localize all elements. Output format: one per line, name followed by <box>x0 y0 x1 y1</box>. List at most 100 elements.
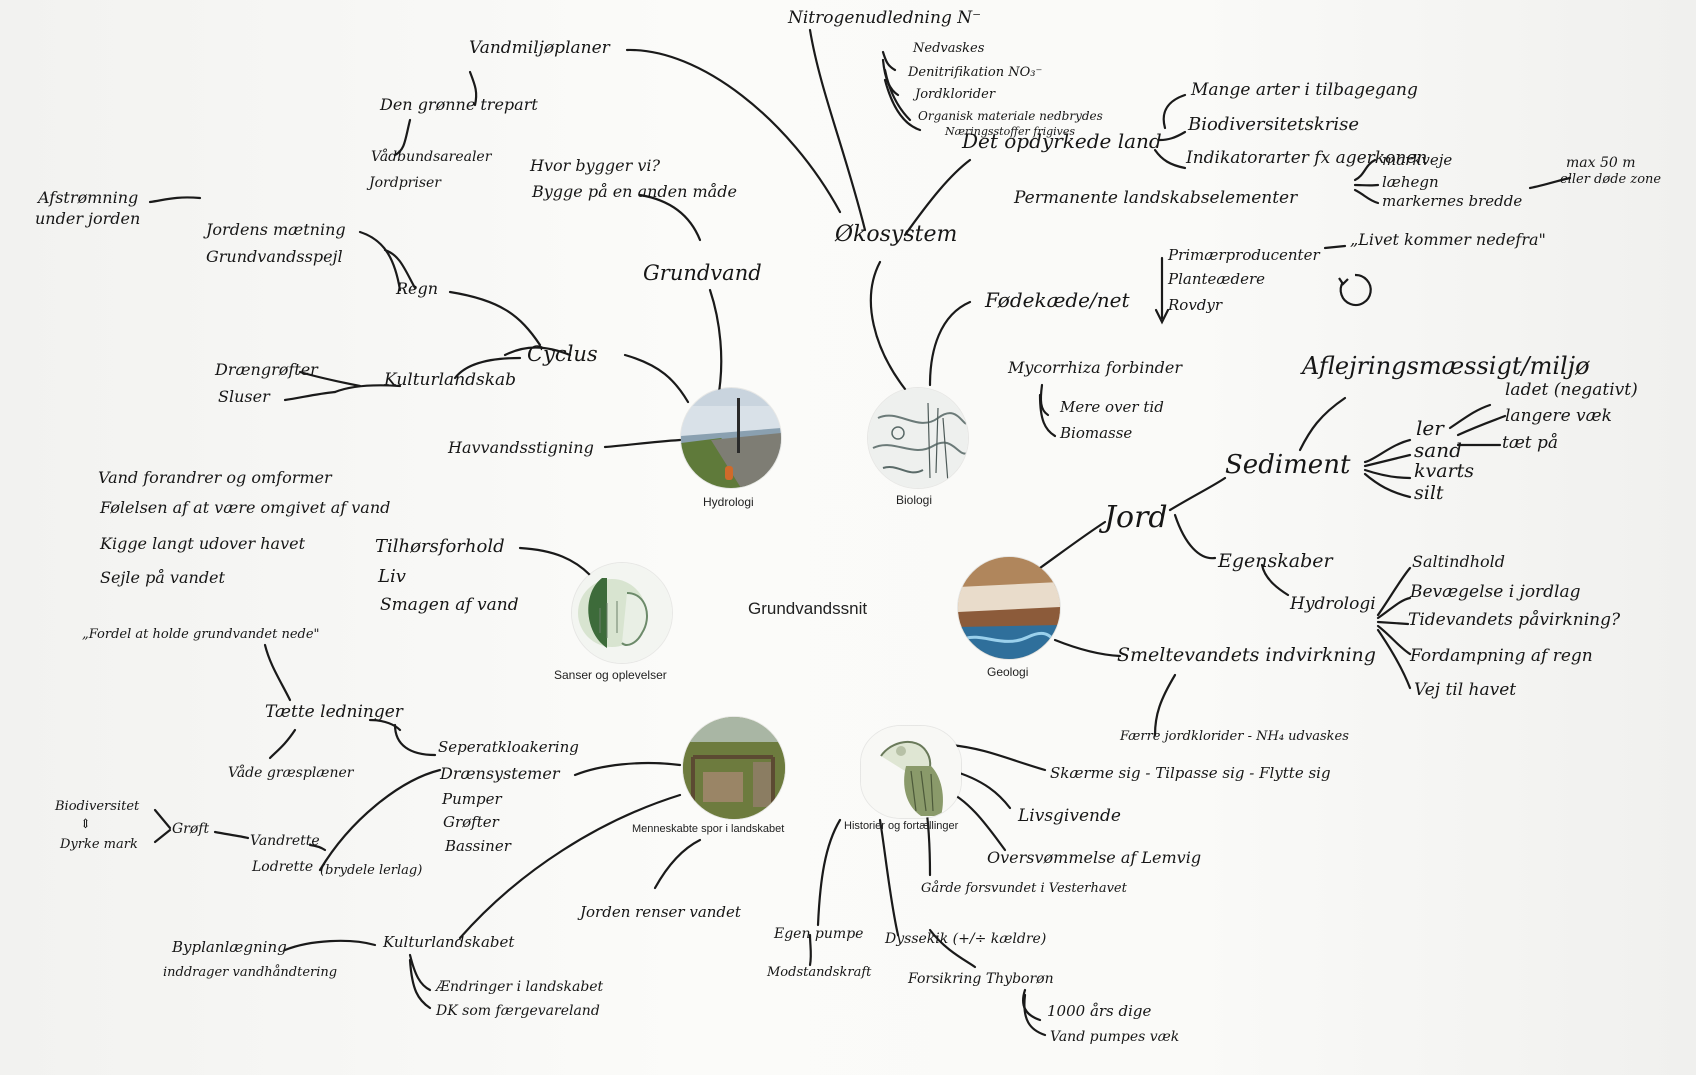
gronne-trepart-label: Den grønne trepart <box>380 95 538 114</box>
max50-label-1: max 50 m <box>1566 155 1636 171</box>
opdyrkede-item-1: Mange arter i tilbagegang <box>1191 80 1418 100</box>
center-title: Grundvandssnit <box>748 599 868 618</box>
sediment-type-sand: sand <box>1414 438 1462 462</box>
grundvandsspejl-label: Grundvandsspejl <box>206 247 343 266</box>
system-item-3: Pumper <box>442 790 502 808</box>
opdyrkede-label: Det opdyrkede land <box>962 129 1162 153</box>
vaade-label: Våde græsplæner <box>228 765 354 781</box>
nitrogen-item-4: Organisk materiale nedbrydes <box>918 109 1103 123</box>
jorden-renser-label: Jorden renser vandet <box>580 903 741 921</box>
regn-label: Regn <box>396 279 439 298</box>
fodekaede-item-2: Planteædere <box>1168 270 1266 288</box>
sanser-note-2: Følelsen af at være omgivet af vand <box>100 498 391 517</box>
bygge-anden-label: Bygge på en anden måde <box>532 182 737 201</box>
vandret-label: Vandrette <box>250 833 320 849</box>
brydelag-label: (brydele lerlag) <box>320 863 423 878</box>
dk-label: DK som færgevareland <box>436 1003 600 1019</box>
vand-pumpes-label: Vand pumpes væk <box>1050 1029 1180 1045</box>
lodret-label: Lodrette <box>252 859 314 875</box>
livet-nedefra-label: „Livet kommer nedefra" <box>1350 230 1546 249</box>
permanente-item-3: markernes bredde <box>1382 192 1523 210</box>
max50-label-2: eller døde zone <box>1560 172 1662 187</box>
nitrogen-item-2: Denitrifikation NO₃⁻ <box>908 65 1043 80</box>
afstromning-label-1: Afstrømning <box>38 188 139 207</box>
historier-photo[interactable] <box>861 726 961 818</box>
historier-hub-label: Historier og fortællinger <box>844 820 959 832</box>
oversvommelse-label: Oversvømmelse af Lemvig <box>987 848 1202 867</box>
geologi-hydrologi-item-3: Tidevandets påvirkning? <box>1408 610 1621 630</box>
jord-label: Jord <box>1104 500 1168 535</box>
sanser-photo[interactable] <box>572 563 672 663</box>
geologi-hydrologi-item-1: Saltindhold <box>1412 552 1506 571</box>
kulturlandskab-label: Kulturlandskab <box>384 370 517 390</box>
vandmiljoplaner-label: Vandmiljøplaner <box>469 38 610 58</box>
hydrologi-photo[interactable] <box>681 388 781 488</box>
ler-note-3: tæt på <box>1502 433 1559 453</box>
permanente-label: Permanente landskabselementer <box>1014 188 1298 208</box>
biodiversitet-label: Biodiversitet <box>55 799 140 814</box>
hydrologi-hub-label: Hydrologi <box>703 495 754 509</box>
mycorrhiza-item-2: Biomasse <box>1060 424 1133 442</box>
geologi-hub-label: Geologi <box>987 665 1029 679</box>
ler-note-1: ladet (negativt) <box>1505 380 1638 400</box>
forsikring-label: Forsikring Thyborøn <box>908 971 1054 987</box>
cyclus-label: Cyclus <box>527 342 598 366</box>
okosystem-label: Økosystem <box>835 222 958 247</box>
liv-label: Liv <box>378 566 406 587</box>
jordens-maetning-label: Jordens mætning <box>206 220 346 239</box>
sediment-type-kvarts: kvarts <box>1414 460 1475 482</box>
cycle-icon <box>1338 273 1372 307</box>
havvandsstigning-label: Havvandsstigning <box>448 438 594 457</box>
vaadbund-label: Vådbundsarealer <box>371 149 492 165</box>
nitrogen-item-3: Jordklorider <box>915 87 996 102</box>
aendringer-label: Ændringer i landskabet <box>436 979 604 995</box>
biodiversitet-arrow: ⇕ <box>80 817 91 832</box>
sanser-note-3: Kigge langt udover havet <box>100 534 306 553</box>
fodekaede-label: Fødekæde/net <box>985 288 1130 312</box>
byplan-label-2: inddrager vandhåndtering <box>163 965 338 980</box>
gaarde-label: Gårde forsvundet i Vesterhavet <box>921 881 1127 896</box>
grundvand-label: Grundvand <box>643 261 762 285</box>
tilhorsforhold-label: Tilhørsforhold <box>375 536 505 557</box>
nitrogen-item-5: Næringsstoffer frigives <box>945 125 1076 138</box>
draengrofter-label: Drængrøfter <box>215 360 318 379</box>
sanser-note-1: Vand forandrer og omformer <box>98 468 332 487</box>
mycorrhiza-label: Mycorrhiza forbinder <box>1008 358 1183 377</box>
taette-label: Tætte ledninger <box>265 702 403 722</box>
system-item-4: Grøfter <box>443 813 499 831</box>
sediment-type-ler: ler <box>1416 416 1444 440</box>
dyssekik-label: Dyssekik (+/÷ kældre) <box>885 931 1047 947</box>
kulturlandskabet-label: Kulturlandskabet <box>383 933 515 951</box>
hvor-bygger-label: Hvor bygger vi? <box>530 156 661 175</box>
faerre-label: Færre jordklorider - NH₄ udvaskes <box>1120 729 1349 744</box>
mycorrhiza-item-1: Mere over tid <box>1060 398 1164 416</box>
dyrke-label: Dyrke mark <box>60 837 138 852</box>
fodekaede-item-1: Primærproducenter <box>1168 246 1320 264</box>
permanente-item-2: læhegn <box>1382 173 1439 191</box>
geologi-hydrologi-item-4: Fordampning af regn <box>1410 646 1593 666</box>
system-item-5: Bassiner <box>445 837 511 855</box>
sanser-note-4: Sejle på vandet <box>100 568 225 587</box>
sediment-type-silt: silt <box>1414 482 1444 504</box>
byplan-label-1: Byplanlægning <box>172 938 287 956</box>
geologi-photo[interactable] <box>958 557 1060 659</box>
nitrogen-item-1: Nedvaskes <box>913 41 985 56</box>
biologi-photo[interactable] <box>868 388 968 488</box>
geologi-hydrologi-label: Hydrologi <box>1290 594 1376 614</box>
egen-pumpe-label: Egen pumpe <box>774 926 864 942</box>
jordpriser-label: Jordpriser <box>369 175 441 191</box>
system-item-2: Drænsystemer <box>440 764 560 783</box>
grofft-label: Grøft <box>172 821 210 837</box>
geologi-hydrologi-item-5: Vej til havet <box>1414 680 1517 700</box>
skaeme-label: Skærme sig - Tilpasse sig - Flytte sig <box>1050 764 1331 782</box>
nitrogen-label: Nitrogenudledning N⁻ <box>788 8 982 28</box>
fodekaede-item-3: Rovdyr <box>1168 296 1223 314</box>
biologi-hub-label: Biologi <box>896 493 933 507</box>
geologi-hydrologi-item-2: Bevægelse i jordlag <box>1410 582 1581 602</box>
permanente-item-1: markveje <box>1382 151 1453 169</box>
menneske-photo[interactable] <box>683 717 785 819</box>
aflejring-label: Aflejringsmæssigt/miljø <box>1302 352 1590 380</box>
opdyrkede-item-2: Biodiversitetskrise <box>1188 114 1360 135</box>
